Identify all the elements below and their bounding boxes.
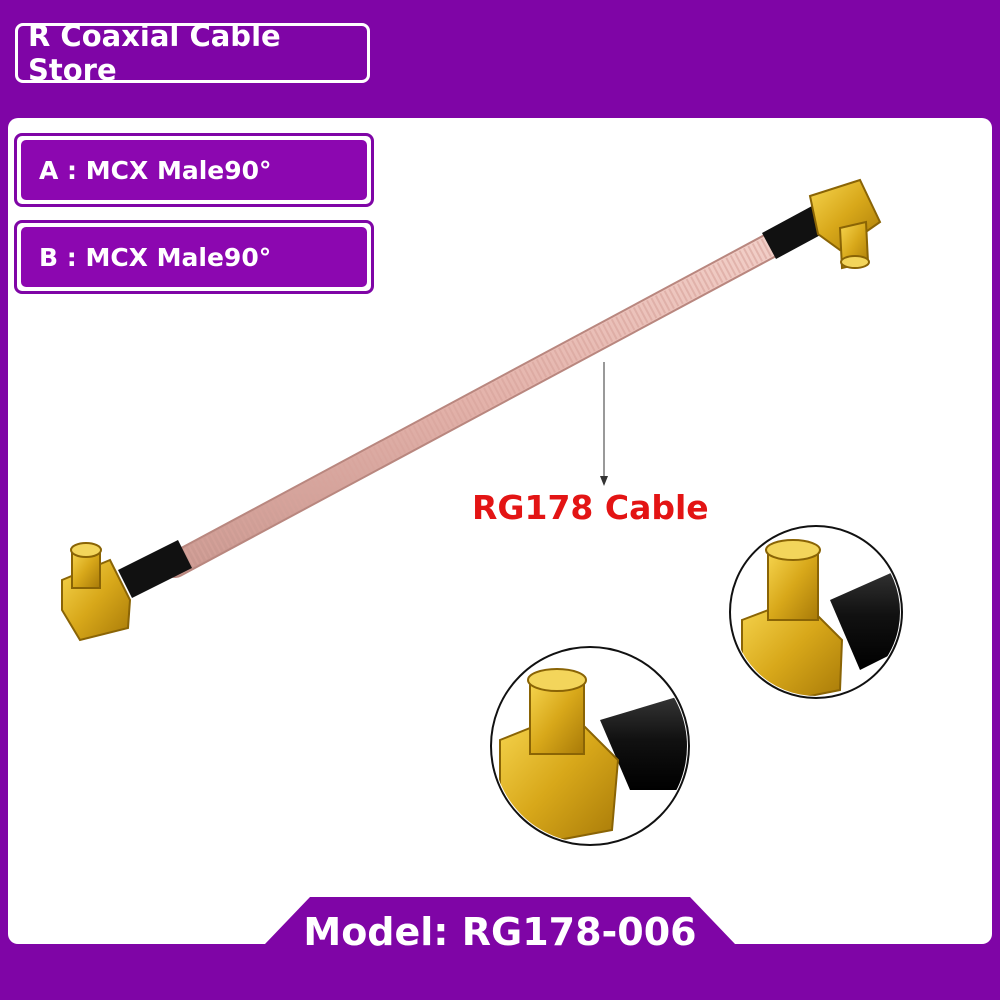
cable-type-label: RG178 Cable	[472, 488, 709, 527]
model-number: Model: RG178-006	[303, 910, 697, 954]
spec-a-box: A : MCX Male90°	[14, 133, 374, 207]
spec-b: B : MCX Male90°	[21, 227, 367, 287]
spec-b-box: B : MCX Male90°	[14, 220, 374, 294]
connector-closeup-right	[729, 525, 903, 699]
connector-closeup-left	[490, 646, 690, 846]
store-name-badge: R Coaxial Cable Store	[15, 19, 370, 87]
model-banner	[0, 897, 1000, 1000]
store-name: R Coaxial Cable Store	[28, 19, 281, 87]
rg178-cable	[162, 230, 788, 578]
cable-pointer-arrow	[600, 362, 608, 486]
right-mcx-connector	[762, 178, 882, 270]
left-mcx-connector	[61, 540, 192, 642]
spec-a: A : MCX Male90°	[21, 140, 367, 200]
